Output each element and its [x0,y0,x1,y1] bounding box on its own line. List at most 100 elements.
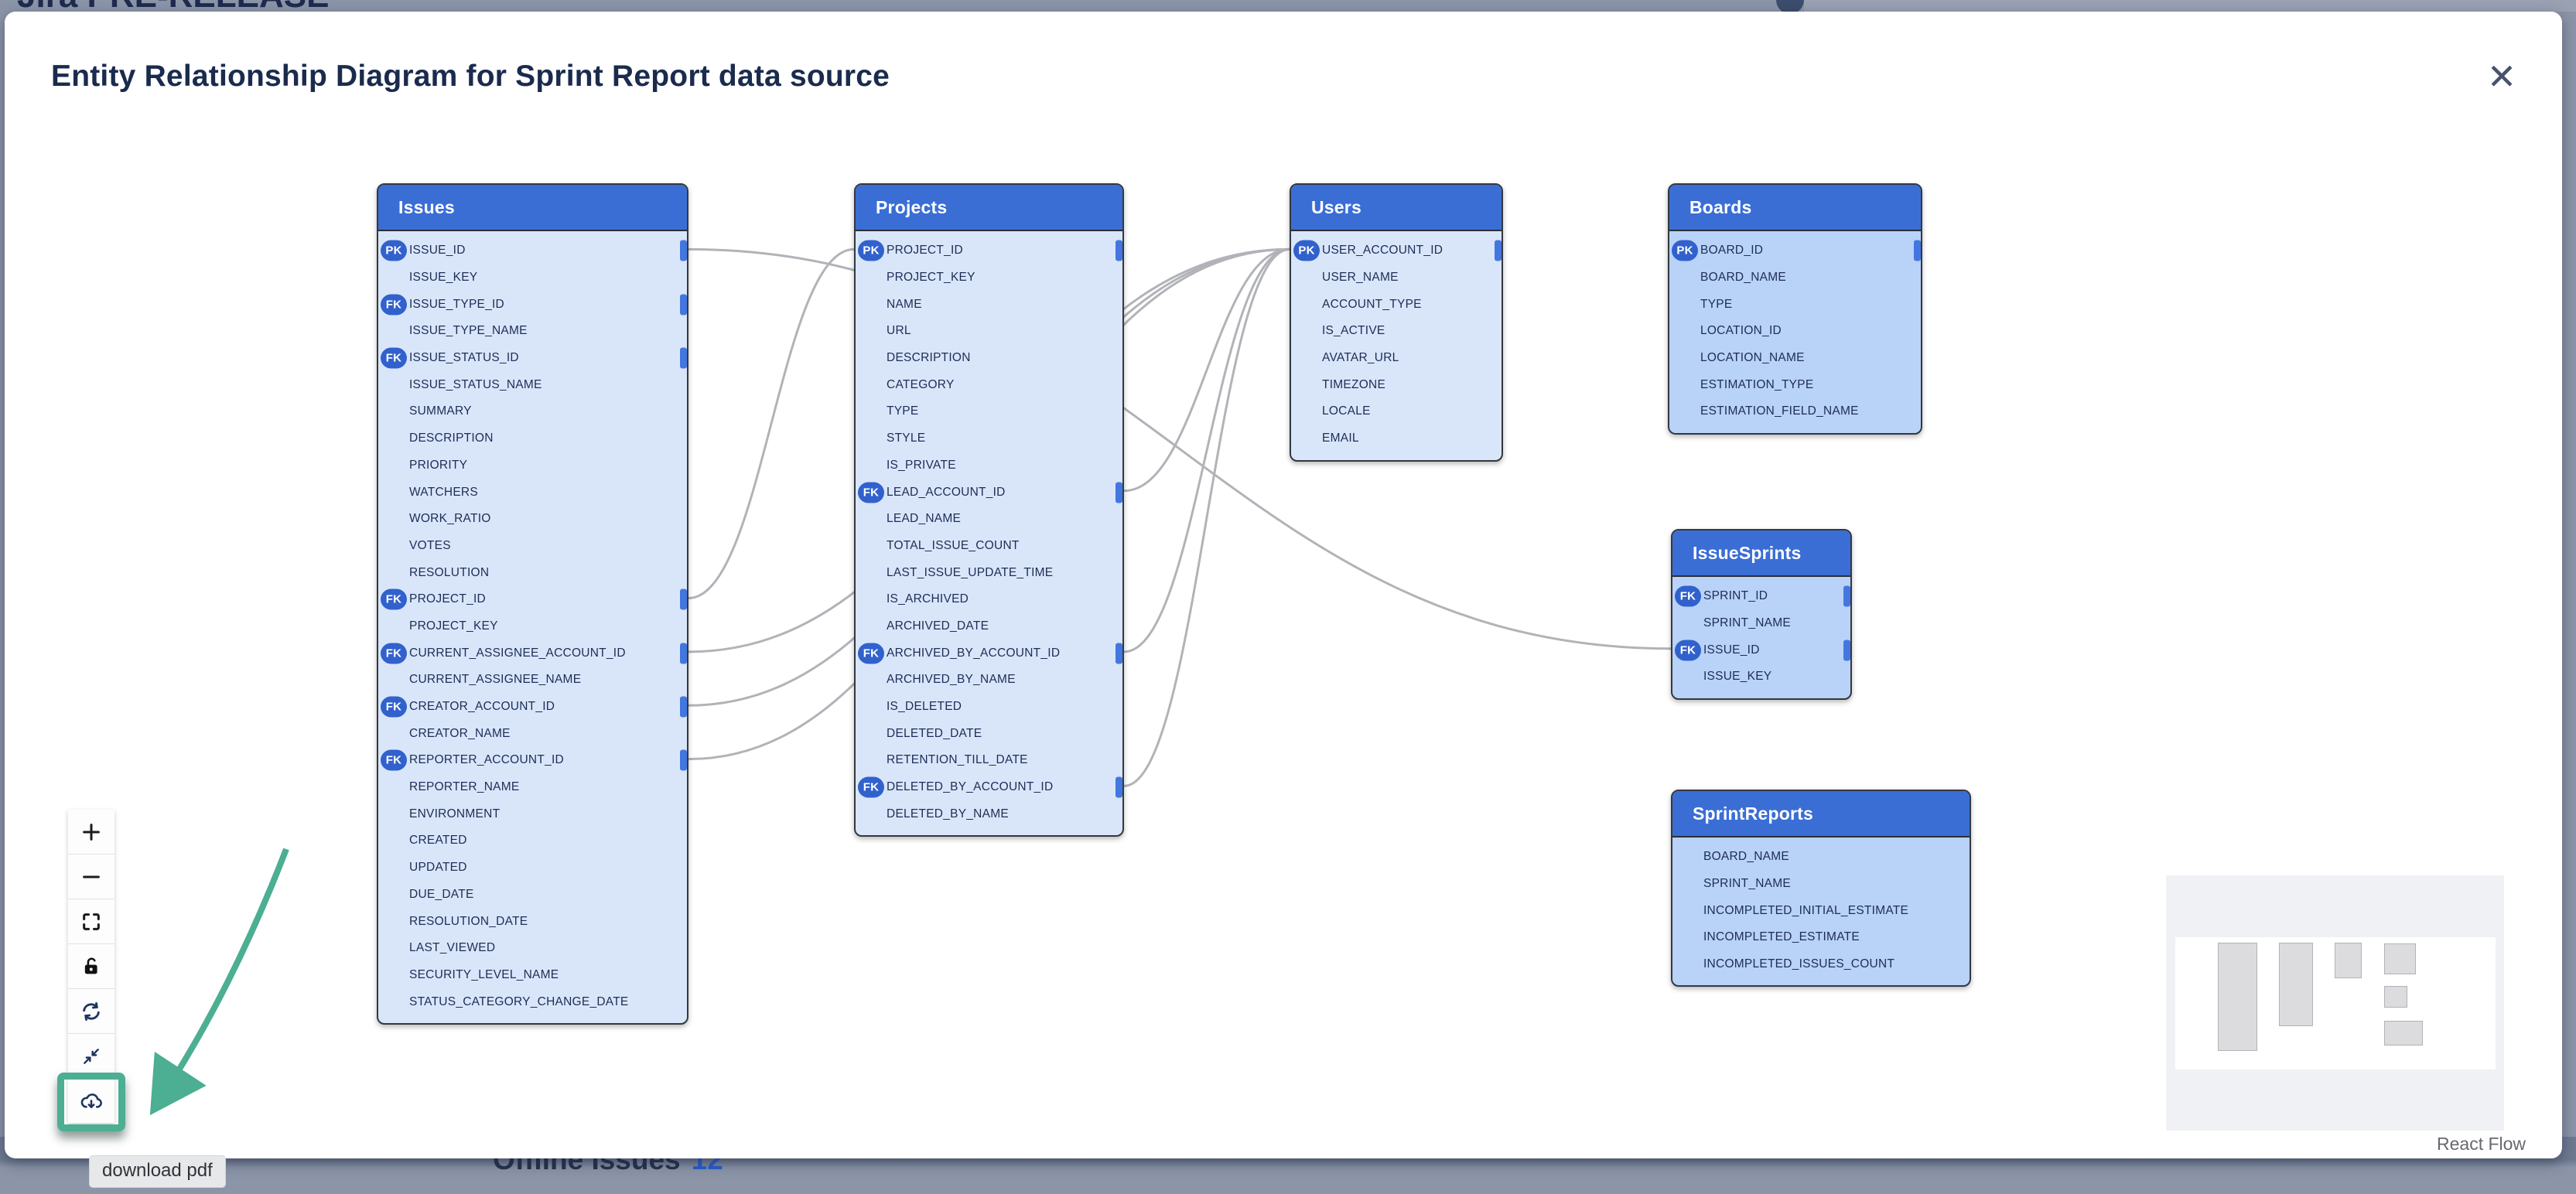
connection-handle[interactable] [680,240,687,261]
field-name: DUE_DATE [409,887,474,901]
interactivity-lock-button[interactable] [68,944,114,989]
connection-handle[interactable] [680,294,687,316]
field-row: IS_ACTIVE [1291,318,1502,345]
field-name: URL [887,324,911,338]
fk-badge: FK [381,749,407,771]
connection-handle[interactable] [1115,776,1122,798]
field-name: VOTES [409,538,451,552]
connection-handle[interactable] [1843,640,1850,661]
field-name: RETENTION_TILL_DATE [887,753,1028,767]
fit-view-button[interactable] [68,899,114,944]
field-row: SUMMARY [378,398,687,425]
close-icon[interactable]: ✕ [2486,56,2517,97]
zoom-out-button[interactable] [68,855,114,899]
field-name: WATCHERS [409,485,478,499]
field-name: SPRINT_ID [1703,589,1768,603]
connection-handle[interactable] [680,696,687,718]
field-row: ENVIRONMENT [378,800,687,827]
field-row: LOCATION_ID [1669,318,1921,345]
lock-icon [80,956,102,977]
collapse-view-button[interactable] [68,1034,114,1079]
fk-badge: FK [381,588,407,610]
connection-handle[interactable] [1495,240,1502,261]
field-row: INCOMPLETED_ISSUES_COUNT [1672,951,1970,978]
field-row: LOCATION_NAME [1669,345,1921,372]
field-name: INCOMPLETED_ESTIMATE [1703,930,1860,944]
field-name: REPORTER_ACCOUNT_ID [409,753,564,767]
field-row: DESCRIPTION [378,425,687,452]
connection-handle[interactable] [1115,240,1122,261]
field-row: USER_NAME [1291,264,1502,292]
field-name: SPRINT_NAME [1703,616,1791,630]
field-name: INCOMPLETED_INITIAL_ESTIMATE [1703,903,1909,917]
connection-handle[interactable] [680,749,687,771]
connection-handle[interactable] [1115,643,1122,664]
field-row: PROJECT_KEY [856,264,1122,292]
refresh-layout-button[interactable] [68,989,114,1034]
field-name: ACCOUNT_TYPE [1322,297,1422,311]
field-row: LEAD_NAME [856,506,1122,533]
field-row: ISSUE_TYPE_NAME [378,318,687,345]
connection-handle[interactable] [1115,482,1122,503]
field-row: PRIORITY [378,452,687,479]
pk-badge: PK [381,240,407,261]
pk-badge: PK [858,240,884,261]
field-row: SPRINT_NAME [1672,610,1850,637]
connection-handle[interactable] [680,643,687,664]
field-name: CREATOR_ACCOUNT_ID [409,700,555,714]
minimap[interactable] [2166,875,2504,1131]
minimap-node-sprintreports [2384,1021,2423,1046]
page-title: Entity Relationship Diagram for Sprint R… [51,60,890,93]
field-row: BOARD_NAME [1669,264,1921,292]
field-row: SECURITY_LEVEL_NAME [378,962,687,989]
connection-handle[interactable] [1914,240,1921,261]
field-row: LOCALE [1291,398,1502,425]
zoom-in-button[interactable] [68,810,114,855]
field-name: TIMEZONE [1322,377,1386,391]
field-row: INCOMPLETED_ESTIMATE [1672,924,1970,951]
field-name: CREATED [409,834,467,848]
table-title: Boards [1669,185,1921,231]
field-row: ARCHIVED_DATE [856,613,1122,640]
field-row: SPRINT_NAME [1672,871,1970,898]
pk-badge: PK [1672,240,1698,261]
connection-handle[interactable] [680,588,687,610]
table-title: Users [1291,185,1502,231]
field-name: ISSUE_STATUS_ID [409,351,519,365]
field-row: TYPE [856,398,1122,425]
connection-handle[interactable] [680,347,687,369]
edge-projects-users [1123,247,1290,653]
field-row: REPORTER_NAME [378,774,687,801]
field-name: DELETED_DATE [887,726,982,740]
field-name: SPRINT_NAME [1703,877,1791,891]
connection-handle[interactable] [1843,585,1850,607]
field-name: ISSUE_STATUS_NAME [409,377,542,391]
diagram-controls-toolbar [68,810,114,1124]
table-title: SprintReports [1672,791,1970,838]
field-row: IS_ARCHIVED [856,586,1122,613]
download-pdf-button[interactable] [68,1079,114,1124]
field-row: DELETED_BY_NAME [856,800,1122,827]
field-name: SECURITY_LEVEL_NAME [409,967,559,981]
field-name: TOTAL_ISSUE_COUNT [887,538,1020,552]
field-name: UPDATED [409,861,467,875]
field-name: IS_ACTIVE [1322,324,1385,338]
